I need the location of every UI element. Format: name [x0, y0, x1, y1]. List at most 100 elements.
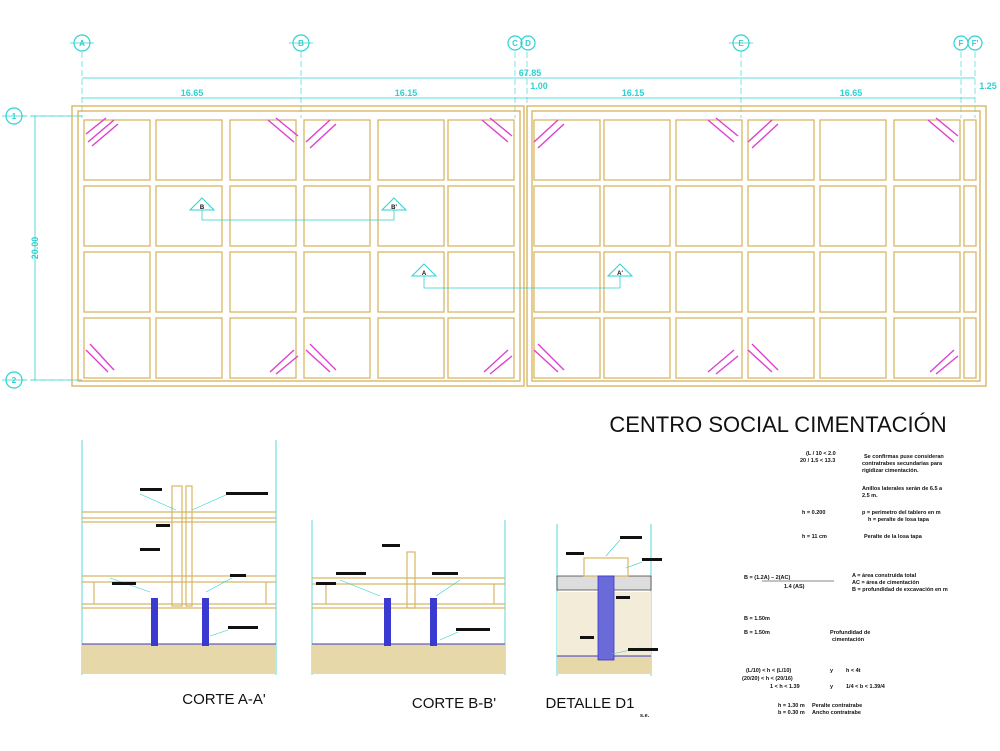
svg-text:h = peralte de losa tapa: h = peralte de losa tapa: [868, 517, 930, 523]
slab-panel: [533, 251, 601, 313]
svg-text:(20/20) < h < (20/16): (20/20) < h < (20/16): [742, 676, 793, 682]
slab-panel: [83, 251, 151, 313]
slab-panel: [83, 317, 151, 379]
dim-span-1: 16.65: [181, 88, 204, 98]
svg-text:20 / 1.5 < 13.3: 20 / 1.5 < 13.3: [800, 458, 835, 464]
svg-text:(L / 10 < 2.0: (L / 10 < 2.0: [806, 451, 836, 457]
svg-text:h = 0.200: h = 0.200: [802, 510, 825, 516]
slab-panel: [83, 185, 151, 247]
svg-text:Ancho contratrabe: Ancho contratrabe: [812, 710, 861, 716]
slab-panel: [155, 119, 223, 181]
slab-panels: [83, 119, 977, 379]
axis-grid-lines: [22, 52, 976, 381]
svg-text:1/4 < b < 1.39/4: 1/4 < b < 1.39/4: [846, 684, 886, 690]
section-b-drawing: [311, 520, 506, 675]
slab-panel: [747, 119, 815, 181]
slab-panel: [603, 119, 671, 181]
slab-panel: [747, 185, 815, 247]
dim-total: 67.85: [519, 68, 542, 78]
slab-panel: [675, 251, 743, 313]
slab-panel: [819, 251, 887, 313]
marker-b: B: [200, 205, 205, 211]
slab-panel: [377, 251, 445, 313]
svg-text:h = 11 cm: h = 11 cm: [802, 534, 827, 540]
svg-text:h < 4t: h < 4t: [846, 668, 861, 674]
svg-text:1 < h < 1.39: 1 < h < 1.39: [770, 684, 800, 690]
axis-bubble-1: 1: [2, 107, 26, 125]
svg-text:2.5 m.: 2.5 m.: [862, 493, 878, 499]
slab-panel: [603, 317, 671, 379]
foundation-plan: [71, 105, 987, 387]
section-b-title: CORTE B-B': [412, 695, 496, 712]
slab-panel: [229, 119, 297, 181]
slab-panel: [893, 317, 961, 379]
slab-panel-narrow: [963, 251, 977, 313]
svg-text:2: 2: [12, 376, 17, 385]
dimension-texts: 67.85 16.65 16.15 1.00 16.15 16.65 1.25 …: [30, 68, 997, 259]
slab-panel: [533, 119, 601, 181]
slab-panel: [303, 251, 371, 313]
slab-panel: [229, 185, 297, 247]
svg-text:C: C: [512, 39, 518, 48]
svg-text:Anillos laterales serán de 6.5: Anillos laterales serán de 6.5 a: [862, 486, 943, 492]
slab-panel: [447, 119, 515, 181]
svg-text:b = 0.30 m: b = 0.30 m: [778, 710, 805, 716]
slab-panel: [819, 119, 887, 181]
corner-haunches: [85, 117, 959, 375]
dim-span-3: 1.00: [530, 81, 548, 91]
svg-text:1: 1: [12, 112, 17, 121]
svg-text:B = 1.50m: B = 1.50m: [744, 616, 770, 622]
plan-dimensions: [30, 77, 975, 381]
slab-panel: [533, 317, 601, 379]
slab-panel: [155, 185, 223, 247]
svg-text:A = área construida total: A = área construida total: [852, 573, 917, 579]
svg-text:E: E: [738, 39, 744, 48]
slab-panel: [747, 317, 815, 379]
dim-span-6: 1.25: [979, 81, 997, 91]
dim-span-2: 16.15: [395, 88, 418, 98]
slab-panel: [603, 185, 671, 247]
svg-text:y: y: [830, 684, 834, 690]
slab-panel-narrow: [963, 185, 977, 247]
slab-panel: [377, 185, 445, 247]
slab-panel: [155, 251, 223, 313]
svg-text:1.4 (AS): 1.4 (AS): [784, 584, 805, 590]
slab-panel: [83, 119, 151, 181]
svg-text:A: A: [79, 39, 85, 48]
slab-panel: [819, 317, 887, 379]
svg-text:D: D: [525, 39, 531, 48]
svg-text:B = (1.2A) – 2(AC): B = (1.2A) – 2(AC): [744, 575, 790, 581]
section-cut-a: A A': [410, 263, 634, 289]
axis-bubble-2: 2: [2, 371, 26, 389]
slab-panel: [155, 317, 223, 379]
axis-bubble-f: F: [953, 35, 969, 51]
svg-text:Peralte contratrabe: Peralte contratrabe: [812, 703, 862, 709]
svg-text:p = perimetro del tablero en m: p = perimetro del tablero en m: [862, 510, 941, 516]
dim-span-4: 16.15: [622, 88, 645, 98]
section-a-title: CORTE A-A': [182, 691, 266, 708]
slab-panel: [377, 317, 445, 379]
axis-bubble-a: A: [70, 34, 94, 52]
svg-text:contratrabes secundarias para: contratrabes secundarias para: [862, 461, 943, 467]
axis-bubble-b: B: [289, 34, 313, 52]
calculation-notes: (L / 10 < 2.0 20 / 1.5 < 13.3 Se confirm…: [742, 451, 948, 716]
dim-span-5: 16.65: [840, 88, 863, 98]
axis-bubble-d: D: [520, 35, 536, 51]
svg-text:B = 1.50m: B = 1.50m: [744, 630, 770, 636]
svg-text:(L/10) < h < (L/10): (L/10) < h < (L/10): [746, 668, 791, 674]
slab-panel: [893, 251, 961, 313]
slab-panel: [447, 185, 515, 247]
section-a-drawing: [81, 440, 277, 675]
marker-a: A: [422, 271, 427, 277]
svg-text:rigidizar cimentación.: rigidizar cimentación.: [862, 468, 919, 474]
slab-panel: [675, 119, 743, 181]
svg-text:B = profundidad de excavación: B = profundidad de excavación en m: [852, 587, 948, 593]
svg-text:y: y: [830, 668, 834, 674]
slab-panel: [893, 185, 961, 247]
svg-text:Peralte de la losa tapa: Peralte de la losa tapa: [864, 534, 923, 540]
slab-panel: [303, 317, 371, 379]
slab-panel: [747, 251, 815, 313]
axis-bubble-e: E: [729, 34, 753, 52]
